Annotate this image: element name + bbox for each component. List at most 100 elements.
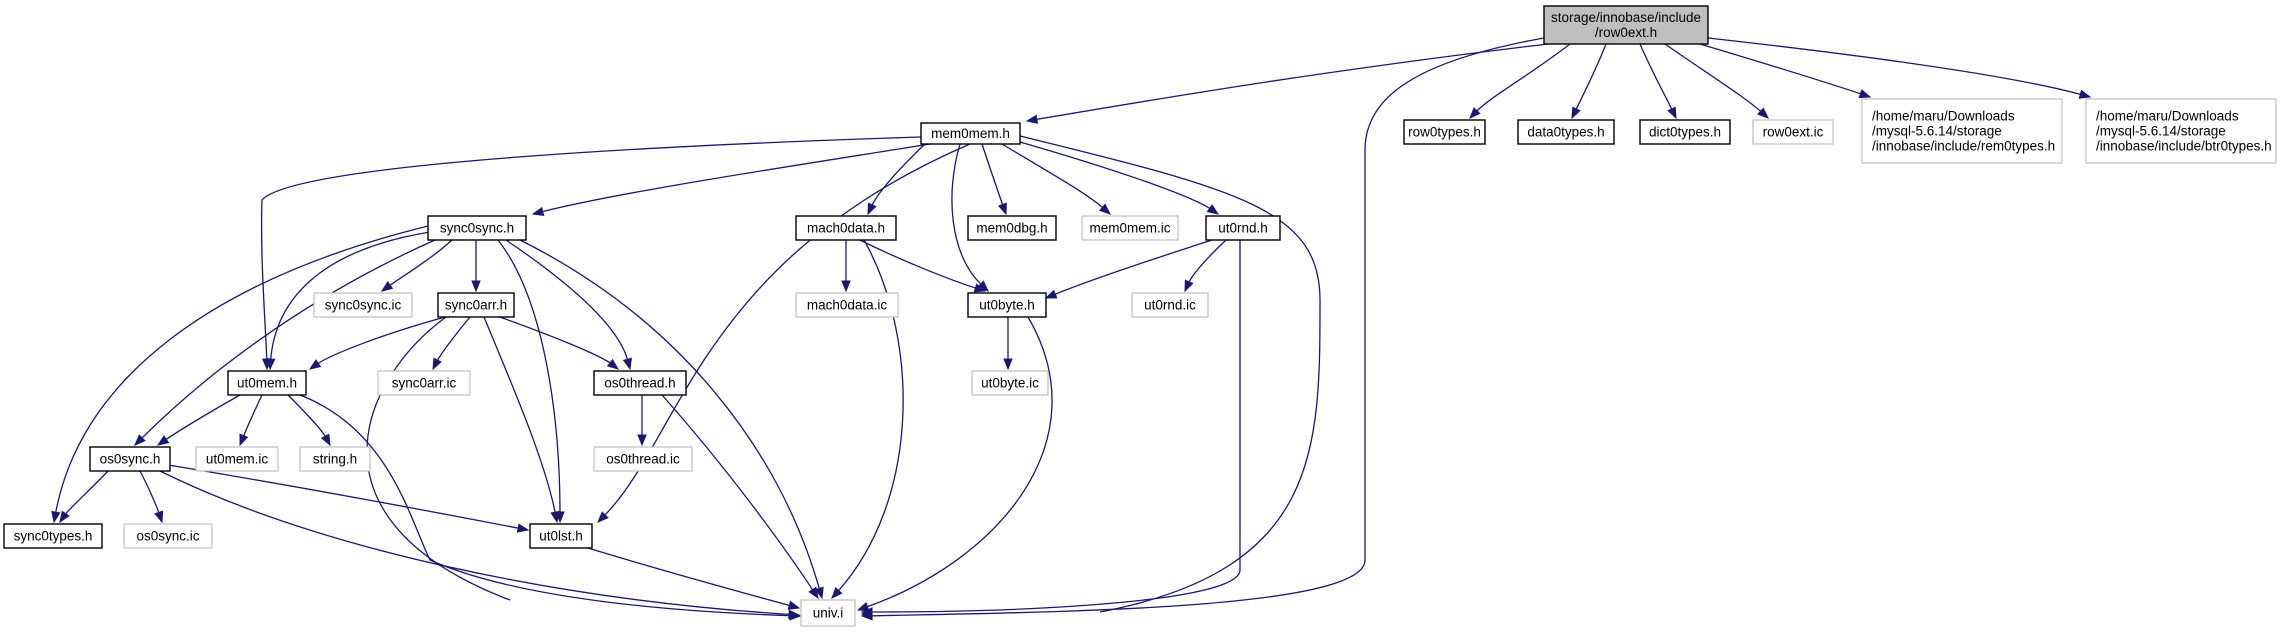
node-label: os0thread.h <box>604 376 675 391</box>
node-os0thread-ic[interactable]: os0thread.ic <box>593 446 693 472</box>
node-label: row0ext.ic <box>1763 125 1824 140</box>
node-row0types-h[interactable]: row0types.h <box>1403 119 1486 145</box>
node-label: /mysql-5.6.14/storage <box>2096 124 2226 139</box>
edge-ut0mem-h-to-ut0mem-ic <box>239 394 263 447</box>
node-label: sync0types.h <box>14 529 93 544</box>
edge-sync0sync-h-to-sync0types-h <box>51 225 429 524</box>
edge-row0ext-h-to-data0types-h <box>1571 43 1607 120</box>
edge-ut0byte-h-to-univ-i <box>856 316 1053 611</box>
node-sync0types-h[interactable]: sync0types.h <box>3 523 103 549</box>
node-data0types-h[interactable]: data0types.h <box>1517 119 1615 145</box>
edge-ut0lst-h-to-univ-i <box>587 547 801 610</box>
edge-ut0mem-h-to-string-h <box>287 394 331 447</box>
node-row0ext-ic[interactable]: row0ext.ic <box>1752 119 1834 145</box>
edge-row0ext-h-to-btr0types-h <box>1707 37 2092 99</box>
node-label: /home/maru/Downloads <box>1872 109 2015 124</box>
edge-row0ext-h-to-row0ext-ic <box>1664 43 1769 119</box>
node-row0ext-h[interactable]: storage/innobase/include/row0ext.h <box>1543 5 1709 45</box>
node-mach0data-h[interactable]: mach0data.h <box>795 215 897 241</box>
node-label: ut0rnd.h <box>1218 221 1268 236</box>
edge-ut0rnd-h-to-ut0byte-h <box>1044 239 1213 299</box>
edge-sync0arr-h-to-sync0arr-ic <box>432 316 471 371</box>
edge-ut0rnd-h-to-ut0rnd-ic <box>1184 239 1227 293</box>
node-sync0arr-h[interactable]: sync0arr.h <box>437 292 515 318</box>
node-rem0types-h[interactable]: /home/maru/Downloads/mysql-5.6.14/storag… <box>1861 98 2063 164</box>
edge-os0sync-h-to-os0sync-ic <box>139 470 164 524</box>
node-label: /innobase/include/btr0types.h <box>2096 139 2272 154</box>
edge-ut0mem-h-to-os0sync-h <box>156 394 241 446</box>
edge-sync0arr-h-to-univ-i <box>366 316 802 621</box>
node-os0thread-h[interactable]: os0thread.h <box>593 370 687 396</box>
node-label: dict0types.h <box>1649 125 1721 140</box>
edge-mem0mem-h-to-ut0lst-h <box>597 143 971 523</box>
node-mem0mem-ic[interactable]: mem0mem.ic <box>1081 215 1179 241</box>
node-univ-i[interactable]: univ.i <box>800 599 856 627</box>
node-label: data0types.h <box>1527 125 1604 140</box>
edge-ut0byte-h-to-ut0byte-ic <box>1003 317 1013 371</box>
node-string-h[interactable]: string.h <box>299 446 371 472</box>
edge-mem0mem-h-to-sync0sync-h <box>531 143 931 217</box>
node-label: ut0byte.ic <box>981 376 1039 391</box>
node-ut0mem-h[interactable]: ut0mem.h <box>227 370 307 396</box>
edge-sync0sync-h-to-ut0mem-h <box>266 231 431 371</box>
edge-os0thread-h-to-univ-i <box>661 394 819 600</box>
node-mem0mem-h[interactable]: mem0mem.h <box>920 122 1021 145</box>
node-label: os0sync.ic <box>136 529 199 544</box>
edge-sync0sync-h-to-univ-i <box>519 239 824 600</box>
node-label: sync0sync.h <box>440 221 514 236</box>
node-os0sync-ic[interactable]: os0sync.ic <box>123 523 213 549</box>
edge-mem0mem-h-to-univ-i <box>860 135 1321 619</box>
edge-sync0sync-h-to-sync0sync-ic <box>380 239 453 292</box>
node-label: /mysql-5.6.14/storage <box>1872 124 2002 139</box>
edge-mem0mem-h-to-ut0mem-h <box>260 136 922 371</box>
edge-mem0mem-h-to-ut0rnd-h <box>1019 141 1220 215</box>
edge-mem0mem-h-to-mach0data-h <box>867 143 926 216</box>
nodes-layer: storage/innobase/include/row0ext.h mem0me… <box>3 5 2277 627</box>
node-label: univ.i <box>813 606 844 621</box>
node-label: /home/maru/Downloads <box>2096 109 2239 124</box>
node-mach0data-ic[interactable]: mach0data.ic <box>795 292 899 318</box>
node-label: mach0data.ic <box>807 298 888 313</box>
node-label: ut0byte.h <box>979 298 1035 313</box>
edge-sync0arr-h-to-os0thread-h <box>499 316 620 370</box>
node-sync0sync-h[interactable]: sync0sync.h <box>427 215 527 241</box>
node-label: os0sync.h <box>100 452 161 467</box>
edge-os0sync-h-to-univ-i <box>159 470 801 620</box>
node-dict0types-h[interactable]: dict0types.h <box>1639 119 1731 145</box>
node-label: mem0mem.ic <box>1089 221 1170 236</box>
node-sync0arr-ic[interactable]: sync0arr.ic <box>377 370 471 396</box>
edge-os0sync-h-to-sync0types-h <box>59 470 109 524</box>
node-ut0mem-ic[interactable]: ut0mem.ic <box>195 446 279 472</box>
node-label: /row0ext.h <box>1595 25 1657 40</box>
edge-mem0mem-h-to-mem0mem-ic <box>1001 143 1112 215</box>
edge-sync0sync-h-to-os0thread-h <box>505 239 632 371</box>
node-os0sync-h[interactable]: os0sync.h <box>89 446 171 472</box>
node-ut0rnd-ic[interactable]: ut0rnd.ic <box>1131 292 1209 318</box>
node-label: ut0mem.h <box>237 376 297 391</box>
node-mem0dbg-h[interactable]: mem0dbg.h <box>967 215 1057 241</box>
node-btr0types-h[interactable]: /home/maru/Downloads/mysql-5.6.14/storag… <box>2085 98 2277 164</box>
edge-mem0mem-h-to-mem0dbg-h <box>981 143 1007 216</box>
node-ut0rnd-h[interactable]: ut0rnd.h <box>1205 215 1281 241</box>
node-label: sync0arr.h <box>445 298 507 313</box>
node-label: mem0mem.h <box>931 126 1010 141</box>
edge-row0ext-h-to-mem0mem-h <box>1025 43 1549 124</box>
node-label: sync0sync.ic <box>325 298 402 313</box>
node-sync0sync-ic[interactable]: sync0sync.ic <box>313 292 413 318</box>
edge-sync0sync-h-to-os0sync-h <box>134 239 436 446</box>
edge-mach0data-h-to-ut0byte-h <box>859 239 987 293</box>
node-label: mach0data.h <box>807 221 885 236</box>
edge-sync0arr-h-to-ut0mem-h <box>308 316 446 370</box>
node-ut0lst-h[interactable]: ut0lst.h <box>529 523 593 549</box>
edge-os0thread-h-to-os0thread-ic <box>637 395 647 447</box>
node-label: ut0mem.ic <box>206 452 269 467</box>
node-ut0byte-h[interactable]: ut0byte.h <box>967 292 1047 318</box>
edge-sync0sync-h-to-sync0arr-h <box>471 239 481 293</box>
node-label: string.h <box>313 452 357 467</box>
edge-mach0data-h-to-univ-i <box>831 239 904 600</box>
node-label: /innobase/include/rem0types.h <box>1872 139 2055 154</box>
node-label: sync0arr.ic <box>392 376 457 391</box>
node-label: storage/innobase/include <box>1551 10 1701 25</box>
node-ut0byte-ic[interactable]: ut0byte.ic <box>971 370 1049 396</box>
node-label: mem0dbg.h <box>976 221 1047 236</box>
